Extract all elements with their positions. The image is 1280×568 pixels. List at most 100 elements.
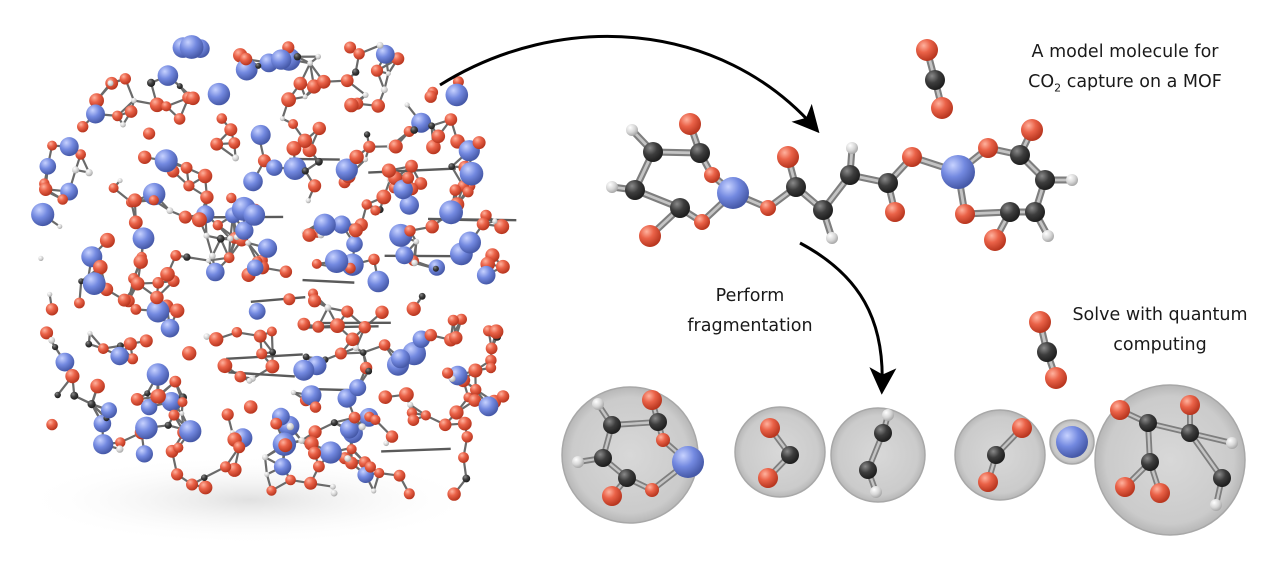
oxygen-atom [74, 297, 85, 309]
metal-atom [375, 44, 395, 64]
carbon-atom [462, 474, 471, 483]
oxygen-atom [124, 105, 138, 118]
metal-atom [332, 215, 351, 234]
carbon-atom [1139, 414, 1157, 432]
oxygen-atom [931, 97, 953, 119]
oxygen-atom [1115, 477, 1135, 497]
oxygen-atom [485, 342, 498, 355]
oxygen-atom [217, 358, 233, 374]
metal-atom [439, 200, 463, 225]
oxygen-atom [470, 383, 482, 396]
oxygen-atom [278, 438, 293, 453]
carbon-atom [410, 126, 419, 134]
oxygen-atom [77, 121, 89, 133]
frag-label-line2: fragmentation [687, 316, 813, 336]
oxygen-atom [286, 141, 302, 156]
oxygen-atom [378, 339, 391, 351]
oxygen-atom [370, 414, 381, 425]
mof-shadow [20, 455, 480, 545]
oxygen-atom [128, 215, 143, 230]
oxygen-atom [93, 259, 108, 275]
carbon-atom [164, 421, 172, 429]
oxygen-atom [353, 48, 365, 60]
hydrogen-atom [203, 333, 211, 340]
oxygen-atom [173, 442, 184, 453]
metal-atom [82, 272, 106, 295]
oxygen-atom [388, 139, 403, 154]
oxygen-atom [385, 430, 399, 443]
carbon-atom [840, 165, 860, 185]
hydrogen-atom [380, 86, 388, 94]
hydrogen-atom [116, 445, 124, 453]
hydrogen-atom [385, 71, 391, 77]
metal-atom [273, 458, 292, 476]
oxygen-atom [399, 387, 414, 402]
oxygen-atom [312, 320, 325, 333]
carbon-atom [1141, 453, 1159, 471]
metal-atom [672, 446, 704, 478]
oxygen-atom [212, 220, 223, 231]
oxygen-atom [281, 92, 296, 108]
carbon-atom [183, 253, 191, 261]
hydrogen-atom [358, 423, 366, 431]
mof-atoms [31, 35, 510, 501]
oxygen-atom [405, 159, 418, 173]
metal-atom [324, 249, 349, 273]
model-molecule-label: A model molecule for CO2 capture on a MO… [1000, 37, 1250, 104]
oxygen-atom [266, 326, 277, 337]
model-label-rest: capture on a MOF [1061, 72, 1222, 92]
oxygen-atom [639, 225, 661, 247]
oxygen-atom [376, 189, 392, 205]
oxygen-atom [308, 425, 322, 439]
oxygen-atom [1110, 400, 1130, 420]
oxygen-atom [117, 293, 131, 307]
oxygen-atom [370, 64, 384, 77]
hydrogen-atom [344, 455, 352, 462]
oxygen-atom [224, 123, 238, 137]
oxygen-atom [406, 301, 421, 316]
mof-linker [302, 278, 355, 284]
fragment-sphere [1094, 384, 1246, 536]
hydrogen-atom [302, 94, 308, 100]
fragmentation-label: Perform fragmentation [660, 281, 840, 341]
mof-bond [205, 235, 214, 257]
arrow-to-fragments [799, 241, 897, 395]
metal-atom [395, 246, 414, 265]
oxygen-atom [297, 133, 313, 148]
oxygen-atom [348, 223, 363, 238]
oxygen-atom [984, 229, 1006, 251]
oxygen-atom [449, 331, 463, 345]
oxygen-atom [178, 210, 192, 224]
oxygen-atom [978, 472, 998, 492]
hydrogen-atom [262, 454, 269, 461]
oxygen-atom [161, 101, 172, 112]
hydrogen-atom [362, 156, 369, 163]
hydrogen-atom [330, 489, 338, 497]
oxygen-atom [420, 410, 431, 421]
oxygen-atom [143, 127, 156, 140]
hydrogen-atom [882, 409, 894, 421]
oxygen-atom [374, 467, 385, 479]
carbon-atom [1037, 342, 1057, 362]
carbon-atom [1010, 145, 1030, 165]
hydrogen-atom [606, 181, 618, 193]
quantum-label-line2: computing [1113, 335, 1207, 355]
metal-atom [206, 262, 225, 282]
hydrogen-atom [227, 235, 234, 242]
hydrogen-atom [48, 336, 56, 344]
metal-atom [146, 299, 170, 323]
metal-atom [459, 231, 481, 254]
carbon-atom [781, 446, 799, 464]
metal-atom [257, 238, 278, 258]
hydrogen-atom [324, 304, 332, 312]
carbon-atom [201, 474, 208, 482]
carbon-atom [315, 157, 323, 166]
oxygen-atom [209, 332, 224, 347]
carbon-atom [70, 391, 79, 400]
hydrogen-atom [330, 483, 336, 490]
oxygen-atom [39, 182, 53, 196]
oxygen-atom [472, 136, 486, 150]
metal-atom [478, 396, 499, 417]
oxygen-atom [57, 194, 68, 205]
carbon-atom [670, 198, 690, 218]
